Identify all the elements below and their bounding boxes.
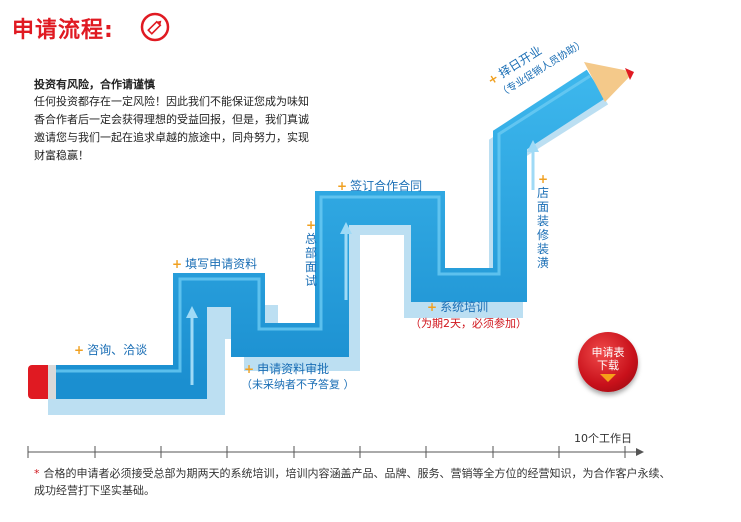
pencil-tip <box>584 62 634 102</box>
step-sign: +签订合作合同 <box>337 179 423 193</box>
intro-text: 任何投资都存在一定风险！因此我们不能保证您成为味知 香合作者后一定会获得理想的受… <box>34 93 334 165</box>
step-review: +申请资料审批 <box>244 362 330 376</box>
pencil-body <box>45 69 606 399</box>
footnote-star: * <box>34 467 40 480</box>
step-fill-form: +填写申请资料 <box>172 257 258 271</box>
step-review-note: （未采纳者不予答复 ） <box>241 378 355 391</box>
step-decoration: + 店面装修装潢 <box>536 172 549 270</box>
intro-line: 邀请您与我们一起在追求卓越的旅途中，同舟努力，实现 <box>34 131 309 144</box>
application-form-download-button[interactable]: 申请表 下载 <box>578 332 638 392</box>
step-training-label: 系统培训 <box>440 300 489 314</box>
pencil-eraser <box>28 365 52 399</box>
step-decoration-label: 店面装修装潢 <box>536 186 549 270</box>
timeline <box>27 446 638 458</box>
step-interview-label: 总部面试 <box>304 232 317 288</box>
intro-line: 任何投资都存在一定风险！因此我们不能保证您成为味知 <box>34 95 309 108</box>
step-consult: +咨询、洽谈 <box>74 343 148 357</box>
step-consult-label: 咨询、洽谈 <box>87 343 148 357</box>
step-training: +系统培训 <box>427 300 489 314</box>
intro-line: 财富稳赢！ <box>34 149 89 162</box>
footnote-text: 合格的申请者必须接受总部为期两天的系统培训，培训内容涵盖产品、品牌、服务、营销等… <box>34 467 671 497</box>
download-button-line2: 下载 <box>597 359 619 372</box>
page-title: 申请流程: <box>12 18 114 43</box>
timeline-label: 10个工作日 <box>574 432 632 445</box>
download-arrow-icon <box>600 374 616 382</box>
step-fill-form-label: 填写申请资料 <box>185 257 258 271</box>
pencil-circle-icon <box>140 12 170 42</box>
download-button-line1: 申请表 <box>591 346 625 359</box>
step-sign-label: 签订合作合同 <box>350 179 423 193</box>
footnote: *合格的申请者必须接受总部为期两天的系统培训，培训内容涵盖产品、品牌、服务、营销… <box>34 465 674 499</box>
step-interview: + 总部面试 <box>304 218 317 288</box>
step-review-label: 申请资料审批 <box>257 362 330 376</box>
step-training-note: （为期2天，必须参加） <box>410 317 527 330</box>
intro-heading: 投资有风险，合作请谨慎 <box>34 78 155 91</box>
intro-line: 香合作者后一定会获得理想的受益回报，但是，我们真诚 <box>34 113 309 126</box>
